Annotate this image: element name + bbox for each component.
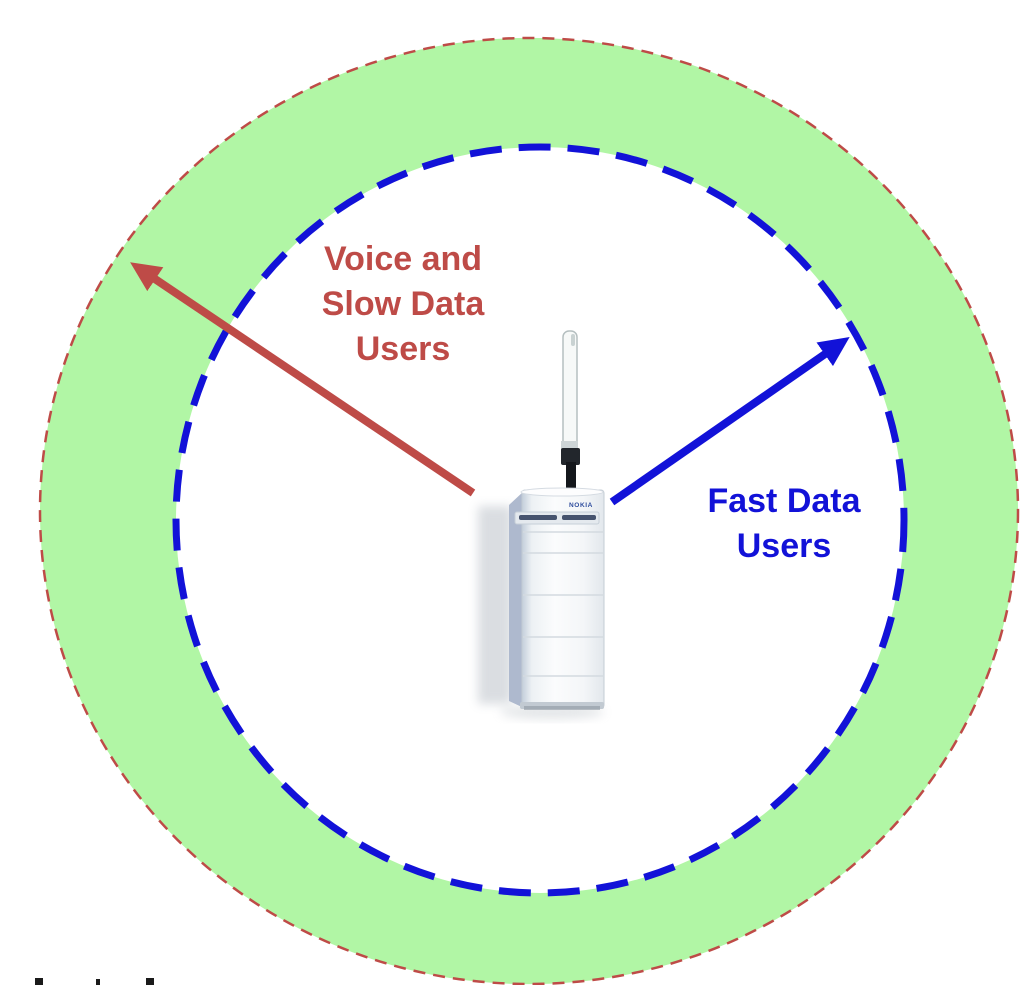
voice-slow-data-users-label: Voice and Slow Data Users — [273, 237, 533, 372]
antenna-mount — [561, 448, 580, 465]
antenna-joint — [561, 441, 578, 450]
cabinet-top-lid — [520, 487, 604, 497]
antenna-rod — [562, 330, 578, 454]
fast-label-line-2: Users — [736, 527, 832, 565]
antenna-cable — [566, 462, 576, 492]
outer-cell-boundary — [38, 36, 1020, 985]
vent-slot-left — [519, 515, 557, 520]
base-station: NOKIA — [478, 330, 605, 719]
clipped-caption-fragment-1 — [35, 978, 43, 985]
antenna — [561, 330, 580, 492]
clipped-caption-fragment-2 — [96, 979, 100, 985]
voice-label-line-3: Users — [355, 330, 451, 368]
inner-cell-boundary — [172, 143, 908, 897]
fast-label-line-1: Fast Data — [707, 482, 861, 520]
cabinet: NOKIA — [509, 487, 605, 710]
voice-users-arrow — [130, 262, 476, 497]
nokia-logo: NOKIA — [569, 502, 593, 509]
vent-slot-right — [562, 515, 596, 520]
voice-label-line-2: Slow Data — [321, 285, 485, 323]
voice-label-line-1: Voice and — [323, 240, 483, 278]
base-station-shadow — [478, 506, 512, 704]
fast-data-users-label: Fast Data Users — [654, 479, 914, 569]
antenna-tip-shade — [571, 334, 575, 346]
fast-data-arrow — [609, 336, 850, 506]
cabinet-left-face — [509, 491, 524, 708]
cabinet-base-shadow — [524, 706, 600, 710]
clipped-caption-fragment-3 — [146, 978, 154, 985]
